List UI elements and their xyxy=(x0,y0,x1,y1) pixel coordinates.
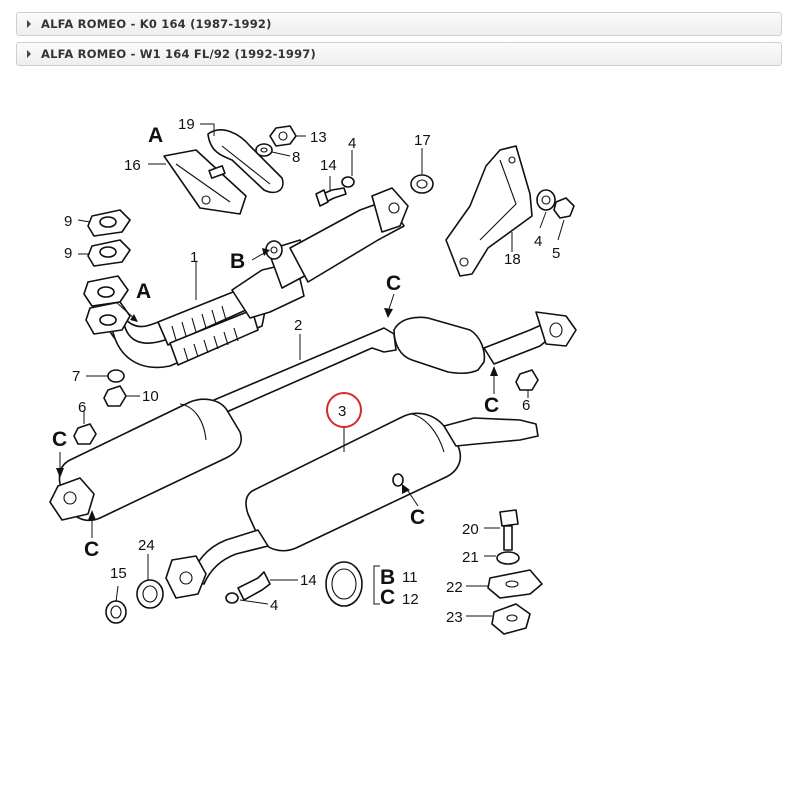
letter-c-1: C xyxy=(386,272,401,295)
label-13: 13 xyxy=(310,129,327,146)
label-24: 24 xyxy=(138,537,155,554)
bolt-14-lower[interactable] xyxy=(237,571,271,601)
front-resonator[interactable] xyxy=(289,187,409,283)
accordion-label: ALFA ROMEO - W1 164 FL/92 (1992-1997) xyxy=(41,47,316,61)
bolt-14[interactable] xyxy=(315,187,347,207)
label-19: 19 xyxy=(178,116,195,133)
letter-c-2: C xyxy=(484,394,499,417)
label-2: 2 xyxy=(294,317,302,334)
accordion-header-k0-164[interactable]: ALFA ROMEO - K0 164 (1987-1992) xyxy=(16,12,782,36)
caret-right-icon xyxy=(27,20,31,28)
manifold-flange[interactable] xyxy=(83,275,131,335)
rubber-ring-17[interactable] xyxy=(410,174,434,194)
letter-c-gasket: C xyxy=(380,586,395,609)
bracket-bracket-hooks xyxy=(373,565,380,605)
rear-pipe-section[interactable] xyxy=(393,311,577,375)
intermediate-pipe-2[interactable] xyxy=(213,327,397,415)
accordion-header-w1-164-fl92[interactable]: ALFA ROMEO - W1 164 FL/92 (1992-1997) xyxy=(16,42,782,66)
label-11: 11 xyxy=(402,569,418,586)
centre-silencer[interactable] xyxy=(49,398,242,522)
label-4-lower: 4 xyxy=(270,597,278,614)
label-4-top: 4 xyxy=(348,135,356,152)
bracket-16[interactable] xyxy=(163,149,247,215)
flange-gasket-9b[interactable] xyxy=(87,239,131,267)
ring-24[interactable] xyxy=(136,579,164,609)
letter-c-3: C xyxy=(52,428,67,451)
washer-7[interactable] xyxy=(107,369,125,383)
label-9b: 9 xyxy=(64,245,72,262)
letter-a-top: A xyxy=(148,124,163,147)
label-22: 22 xyxy=(446,579,463,596)
leader-lines xyxy=(77,123,565,617)
label-6-right: 6 xyxy=(522,397,530,414)
label-1: 1 xyxy=(190,249,198,266)
label-20: 20 xyxy=(462,521,479,538)
front-downpipe[interactable] xyxy=(104,239,313,369)
label-10: 10 xyxy=(142,388,159,405)
bolt-20[interactable] xyxy=(499,509,519,551)
label-14-lower: 14 xyxy=(300,572,317,589)
rear-silencer-3[interactable] xyxy=(165,412,539,599)
highlight-circle xyxy=(326,392,362,428)
label-21: 21 xyxy=(462,549,479,566)
nut-23[interactable] xyxy=(491,603,531,635)
accordion-label: ALFA ROMEO - K0 164 (1987-1992) xyxy=(41,17,272,31)
washer-4[interactable] xyxy=(341,176,355,188)
label-4-bracket: 4 xyxy=(534,233,542,250)
washer-4-bracket[interactable] xyxy=(536,189,556,211)
label-14-top: 14 xyxy=(320,157,337,174)
caret-right-icon xyxy=(27,50,31,58)
label-12: 12 xyxy=(402,591,419,608)
label-7: 7 xyxy=(72,368,80,385)
gasket-15[interactable] xyxy=(105,600,127,624)
c-arrows xyxy=(56,248,498,538)
washer-4-lower[interactable] xyxy=(225,592,239,604)
label-9a: 9 xyxy=(64,213,72,230)
letter-c-4: C xyxy=(84,538,99,561)
label-18: 18 xyxy=(504,251,521,268)
letter-b-gasket: B xyxy=(380,566,395,589)
label-17: 17 xyxy=(414,132,431,149)
label-6-left: 6 xyxy=(78,399,86,416)
rubber-mount-19[interactable] xyxy=(207,129,284,194)
label-16: 16 xyxy=(124,157,141,174)
nut-6-left[interactable] xyxy=(73,423,97,445)
clip-22[interactable] xyxy=(487,569,543,599)
letter-c-5: C xyxy=(410,506,425,529)
nut-6-right[interactable] xyxy=(515,369,539,391)
gasket-11-12[interactable] xyxy=(325,561,363,607)
washer-8[interactable] xyxy=(255,143,273,157)
nut-5[interactable] xyxy=(553,197,575,219)
label-15: 15 xyxy=(110,565,127,582)
label-5: 5 xyxy=(552,245,560,262)
letter-b-pipe: B xyxy=(230,250,245,273)
label-23: 23 xyxy=(446,609,463,626)
nut-10[interactable] xyxy=(103,385,127,407)
letter-a-pipe: A xyxy=(136,280,151,303)
bracket-18[interactable] xyxy=(445,145,533,277)
label-3: 3 xyxy=(338,403,346,420)
label-8: 8 xyxy=(292,149,300,166)
flange-gasket-9a[interactable] xyxy=(87,209,131,237)
nut-13[interactable] xyxy=(269,125,297,147)
washer-21[interactable] xyxy=(496,551,520,565)
